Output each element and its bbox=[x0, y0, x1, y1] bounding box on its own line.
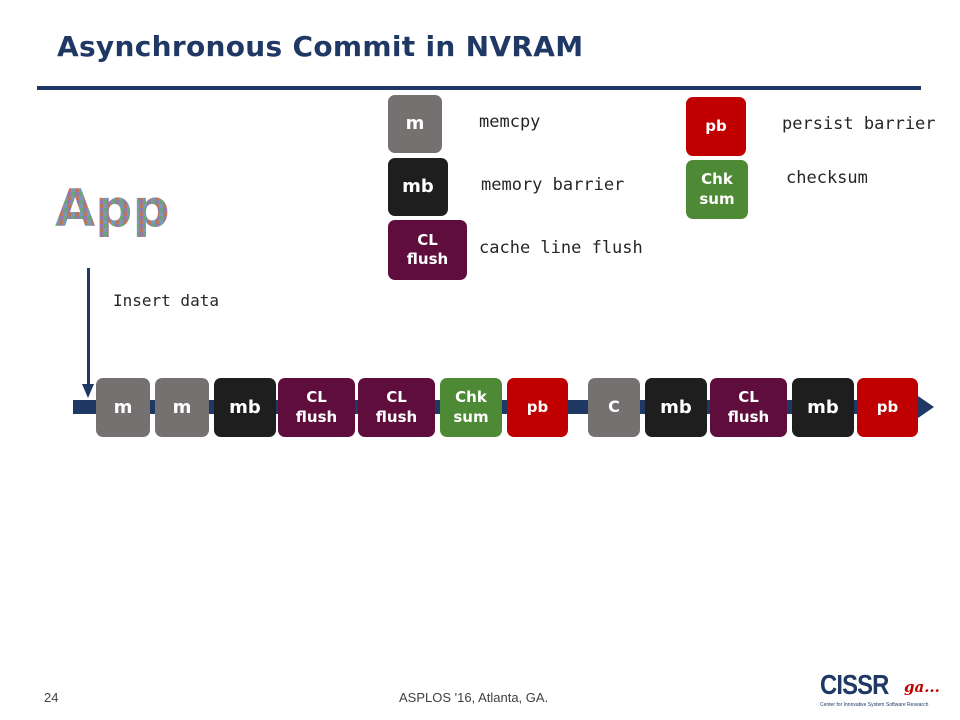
legend-memcpy-block: m bbox=[388, 95, 442, 153]
legend-cache-line-flush-block: CL flush bbox=[388, 220, 467, 280]
timeline-step-cache-line-flush: CL flush bbox=[278, 378, 355, 437]
timeline-step-memcpy: m bbox=[155, 378, 209, 437]
legend-checksum-text: checksum bbox=[786, 168, 868, 188]
timeline-step-cache-line-flush: CL flush bbox=[358, 378, 435, 437]
insert-data-label: Insert data bbox=[113, 291, 219, 310]
insert-arrow-head bbox=[82, 384, 94, 398]
legend-memory-barrier-text: memory barrier bbox=[481, 175, 625, 195]
legend-persist-barrier-block: pb bbox=[686, 97, 746, 156]
slide-title: Asynchronous Commit in NVRAM bbox=[57, 30, 584, 63]
legend-memcpy-text: memcpy bbox=[479, 112, 541, 132]
timeline-step-memory-barrier: mb bbox=[214, 378, 276, 437]
cissr-logo: CISSR ga... Center for Innovative System… bbox=[820, 669, 940, 709]
insert-arrow-shaft bbox=[87, 268, 90, 386]
legend-checksum-block: Chk sum bbox=[686, 160, 748, 219]
cissr-logo-subtitle: Center for Innovative System Software Re… bbox=[820, 702, 929, 708]
title-underline bbox=[37, 86, 921, 90]
app-logo-text: App bbox=[55, 180, 170, 238]
timeline-step-commit: C bbox=[588, 378, 640, 437]
legend-memory-barrier-block: mb bbox=[388, 158, 448, 216]
timeline-step-memory-barrier: mb bbox=[792, 378, 854, 437]
timeline-step-memory-barrier: mb bbox=[645, 378, 707, 437]
conference-footer: ASPLOS '16, Atlanta, GA. bbox=[399, 690, 549, 705]
timeline-step-cache-line-flush: CL flush bbox=[710, 378, 787, 437]
timeline-step-persist-barrier: pb bbox=[857, 378, 918, 437]
timeline-step-checksum: Chk sum bbox=[440, 378, 502, 437]
app-logo-icon: App bbox=[55, 180, 170, 238]
timeline-step-memcpy: m bbox=[96, 378, 150, 437]
legend-cache-line-flush-text: cache line flush bbox=[479, 238, 643, 258]
cissr-logo-mark: ga... bbox=[904, 678, 940, 696]
timeline-step-persist-barrier: pb bbox=[507, 378, 568, 437]
timeline-arrowhead bbox=[918, 396, 934, 418]
cissr-logo-text: CISSR bbox=[820, 669, 889, 700]
legend-persist-barrier-text: persist barrier bbox=[782, 114, 936, 134]
page-number: 24 bbox=[44, 690, 59, 705]
